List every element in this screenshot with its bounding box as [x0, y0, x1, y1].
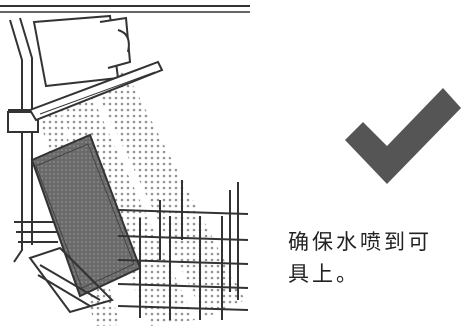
rack-side-frame: [7, 17, 58, 263]
upper-shelf: [28, 60, 164, 122]
checkmark-icon: [345, 80, 464, 185]
rack-tines: [117, 180, 249, 320]
dishwasher-illustration: [0, 5, 250, 326]
top-rail: [0, 5, 250, 13]
lower-basket: [28, 246, 114, 314]
caption-line-2: 具上。: [288, 262, 360, 286]
cups: [32, 14, 132, 88]
instruction-caption: 确保水喷到可 具上。: [288, 226, 464, 290]
caption-line-1: 确保水喷到可: [288, 230, 432, 254]
